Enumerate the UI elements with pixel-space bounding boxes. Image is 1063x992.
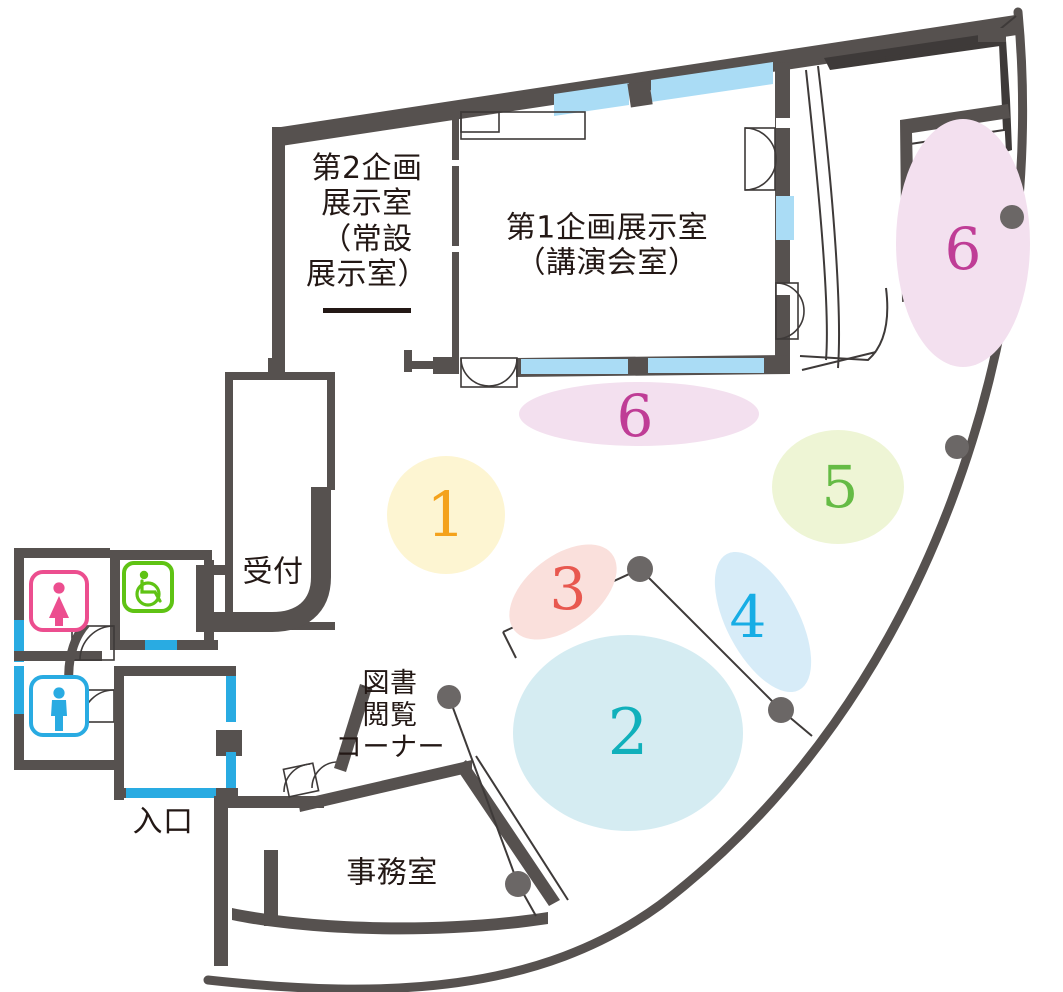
route-marker-m3[interactable]: [627, 556, 653, 582]
room-label-office: 事務室: [346, 855, 438, 891]
route-marker-m6[interactable]: [505, 871, 531, 897]
zone-ellipse-3[interactable]: [492, 525, 634, 658]
zone-number-6a[interactable]: 6: [616, 382, 654, 450]
room-label-entrance: 入口: [132, 804, 194, 840]
zone-number-1[interactable]: 1: [426, 478, 466, 551]
zone-number-4[interactable]: 4: [729, 583, 767, 651]
room-label-library-corner: 図書 閲覧 コーナー: [335, 668, 445, 763]
route-marker-m1[interactable]: [1000, 205, 1024, 229]
route-marker-m5[interactable]: [437, 685, 461, 709]
room-label-reception: 受付: [242, 554, 304, 590]
toilet-female-icon: [29, 570, 89, 632]
route-marker-m2[interactable]: [945, 435, 969, 459]
zone-highlight-layer: [387, 119, 1030, 831]
zone-ellipse-6b[interactable]: [896, 119, 1030, 367]
route-marker-m4[interactable]: [768, 697, 794, 723]
zone-ellipse-2[interactable]: [513, 635, 743, 831]
toilet-accessible-icon: [122, 561, 174, 613]
zone-number-6b[interactable]: 6: [944, 215, 982, 283]
door-exhibit1-right: [744, 127, 805, 340]
zone-number-2[interactable]: 2: [607, 696, 649, 770]
room-label-exhibit2: 第2企画 展示室 （常設 展示室）: [306, 151, 428, 293]
room-label-underline-exhibit2: [323, 308, 411, 313]
top-windows: [554, 62, 773, 116]
route-marker-layer: [437, 205, 1024, 897]
toilet-male-icon: [29, 675, 89, 737]
library-corner-walls: [334, 684, 373, 772]
door-exhibit1-bottom: [404, 350, 518, 388]
exhibit-room-1-walls: [452, 62, 794, 377]
zone-ellipse-1[interactable]: [387, 456, 505, 574]
zone-number-5[interactable]: 5: [821, 453, 859, 521]
toilets-block: [14, 548, 218, 770]
zone-ellipse-6a[interactable]: [519, 382, 759, 446]
zone-ellipse-4[interactable]: [695, 537, 831, 707]
zone-number-3[interactable]: 3: [549, 555, 587, 623]
office-walls: [214, 755, 569, 966]
entrance-vestibule: [114, 666, 242, 802]
room-label-exhibit1: 第1企画展示室 （講演会室）: [505, 210, 709, 281]
zone-ellipse-5[interactable]: [772, 430, 904, 544]
